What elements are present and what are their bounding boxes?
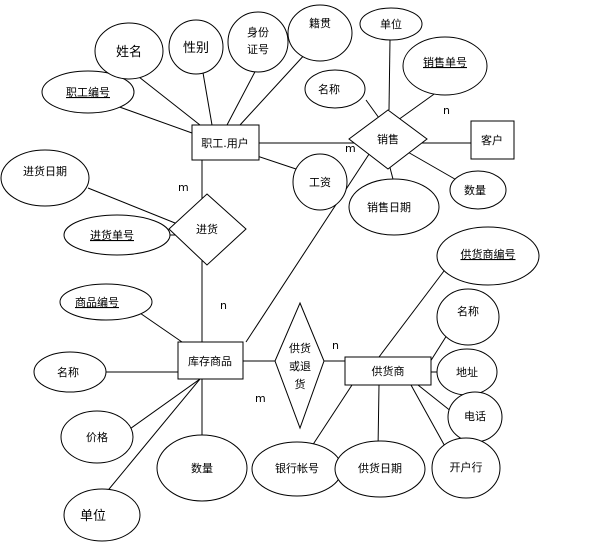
attr-goods-name <box>33 351 107 393</box>
entity-supplier <box>344 356 432 386</box>
relationship-supply-line3: 货 <box>295 377 306 391</box>
attr-supplier-account-label: 银行帐号 <box>275 461 319 475</box>
attr-id-card <box>227 11 289 73</box>
attr-salary <box>292 153 348 211</box>
attr-supplier-no-label: 供货商编号 <box>461 247 516 261</box>
attr-sale-name <box>304 69 366 109</box>
attr-goods-qty <box>156 434 248 502</box>
attr-id-card-line1: 身份 <box>247 25 269 39</box>
attr-goods-unit <box>63 488 141 542</box>
relationship-supply <box>274 301 325 430</box>
attr-goods-price-label: 价格 <box>86 430 108 444</box>
attr-goods-no <box>59 283 153 321</box>
attr-sale-qty-label: 数量 <box>464 184 486 197</box>
attr-sale-date <box>348 178 440 236</box>
attr-sale-date-label: 销售日期 <box>367 200 411 214</box>
entity-stock-label: 库存商品 <box>188 354 232 368</box>
cardinality-supply-supplier: n <box>332 339 339 352</box>
attr-supplier-name <box>436 288 500 346</box>
attr-purchase-date <box>0 149 90 207</box>
attr-name <box>94 22 164 80</box>
attr-gender <box>168 19 224 75</box>
entity-staff <box>191 124 260 161</box>
relationship-sale-label: 销售 <box>377 132 399 146</box>
attr-goods-price <box>60 410 134 464</box>
relationship-purchase-label: 进货 <box>196 222 218 236</box>
attr-sale-name-label: 名称 <box>318 82 340 96</box>
attr-sale-no <box>402 36 488 96</box>
cardinality-sale-customer: n <box>443 104 450 117</box>
relationship-supply-line1: 供货 <box>289 341 311 355</box>
cardinality-staff-sale: m <box>345 142 356 155</box>
attr-supplier-phone-label: 电话 <box>464 410 486 423</box>
entity-supplier-label: 供货商 <box>372 364 405 378</box>
attr-sale-no-label: 销售单号 <box>423 55 467 69</box>
attr-native-place-label: 籍贯 <box>309 16 331 30</box>
attr-id-card-line2: 证号 <box>247 43 269 56</box>
attr-supplier-name-label: 名称 <box>457 304 479 318</box>
attr-supplier-bank-label: 开户行 <box>450 460 483 474</box>
cardinality-stock-supply: m <box>255 392 266 405</box>
attr-name-label: 姓名 <box>116 44 142 60</box>
attr-purchase-date-label: 进货日期 <box>23 164 67 178</box>
entity-customer <box>470 120 515 160</box>
attr-goods-no-label: 商品编号 <box>75 295 119 309</box>
attr-native-place <box>287 4 353 62</box>
entity-customer-label: 客户 <box>481 133 503 147</box>
attr-staff-no-label: 职工编号 <box>66 85 110 99</box>
attr-staff-no <box>41 70 135 114</box>
relationship-sale <box>348 109 428 170</box>
attr-supply-date-label: 供货日期 <box>358 461 402 475</box>
attr-salary-label: 工资 <box>309 176 331 189</box>
relationship-supply-line2: 或退 <box>289 360 311 373</box>
attr-goods-qty-label: 数量 <box>191 462 213 475</box>
attr-supplier-no <box>436 226 540 286</box>
attr-supplier-addr-label: 地址 <box>456 365 478 379</box>
attr-sale-qty <box>449 170 507 210</box>
attr-goods-unit-label: 单位 <box>80 509 106 524</box>
attr-purchase-no <box>63 214 171 256</box>
attr-supply-date <box>334 440 426 498</box>
relationship-purchase <box>168 193 247 266</box>
attr-sale-unit-label: 单位 <box>380 17 402 31</box>
attr-sale-unit <box>359 7 423 41</box>
entity-stock <box>177 341 244 380</box>
connectors <box>87 38 471 501</box>
attr-goods-name-label: 名称 <box>57 365 79 379</box>
cardinality-purchase-stock: n <box>220 299 227 312</box>
entity-staff-label: 职工.用户 <box>201 136 249 150</box>
cardinality-staff-purchase: m <box>178 181 189 194</box>
attr-purchase-no-label: 进货单号 <box>90 228 134 242</box>
attr-supplier-bank <box>431 437 501 499</box>
attr-gender-label: 性别 <box>183 41 209 56</box>
